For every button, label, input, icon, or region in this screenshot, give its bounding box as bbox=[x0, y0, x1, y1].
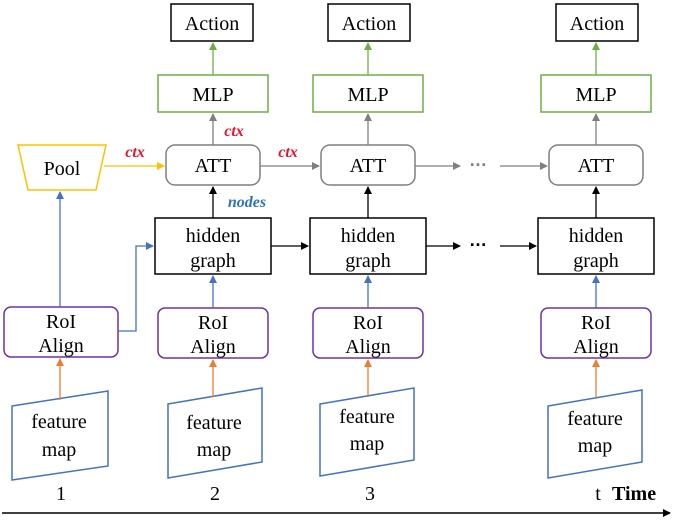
mlp-box-t bbox=[540, 74, 652, 113]
roi-label-ta: RoI bbox=[581, 312, 611, 334]
feature-label-3a: feature bbox=[339, 406, 395, 428]
timestep-label-1: 1 bbox=[56, 483, 66, 505]
action-box-2 bbox=[170, 3, 254, 42]
roi-label-3b: Align bbox=[345, 336, 391, 358]
feature-label-tb: map bbox=[578, 435, 612, 457]
timestep-label-3: 3 bbox=[365, 483, 375, 505]
mlp-box-2 bbox=[157, 74, 269, 113]
feature-label-1a: feature bbox=[31, 411, 87, 433]
feature-map-2 bbox=[167, 387, 263, 479]
hidden-label-3a: hidden bbox=[341, 225, 395, 247]
hidden-label-2b: graph bbox=[190, 250, 236, 272]
timestep-label-t: t bbox=[595, 483, 601, 505]
ellipsis-hidden: … bbox=[469, 230, 487, 250]
att-label-2: ATT bbox=[195, 155, 232, 177]
arrow-roi1-to-hidden2 bbox=[118, 242, 154, 332]
vertical-arrows bbox=[56, 42, 600, 400]
att-label-t: ATT bbox=[578, 155, 615, 177]
roi-label-tb: Align bbox=[573, 336, 619, 358]
feature-label-3b: map bbox=[350, 433, 384, 455]
column-3: Action MLP ATT hidden graph RoI Align fe… bbox=[309, 3, 427, 505]
time-axis-label: Time bbox=[612, 483, 656, 505]
roi-label-2b: Align bbox=[190, 336, 236, 358]
ctx-label-pool: ctx bbox=[125, 144, 145, 161]
feature-map-3 bbox=[319, 387, 415, 477]
pool-label: Pool bbox=[44, 158, 81, 180]
hidden-label-tb: graph bbox=[573, 250, 619, 272]
nodes-label: nodes bbox=[228, 194, 266, 211]
column-2: Action MLP ATT hidden graph RoI Align fe… bbox=[154, 3, 272, 505]
horizontal-arrows bbox=[104, 162, 548, 332]
mlp-label-3: MLP bbox=[347, 84, 388, 106]
pool-box bbox=[17, 144, 107, 191]
att-label-3: ATT bbox=[350, 155, 387, 177]
action-label-2: Action bbox=[185, 13, 239, 35]
hidden-label-3b: graph bbox=[345, 250, 391, 272]
ctx-label-att2-right: ctx bbox=[278, 144, 298, 161]
action-box-t bbox=[555, 3, 639, 42]
action-box-3 bbox=[327, 3, 411, 42]
timestep-label-2: 2 bbox=[210, 483, 220, 505]
action-label-t: Action bbox=[570, 13, 624, 35]
roi-label-1b: Align bbox=[38, 335, 84, 357]
column-1: Pool RoI Align feature map 1 bbox=[3, 144, 119, 505]
hidden-label-ta: hidden bbox=[569, 225, 623, 247]
mlp-label-2: MLP bbox=[192, 84, 233, 106]
roi-label-1a: RoI bbox=[46, 311, 76, 333]
column-t: Action MLP ATT hidden graph RoI Align fe… bbox=[537, 3, 655, 505]
mlp-label-t: MLP bbox=[575, 84, 616, 106]
feature-label-2b: map bbox=[197, 439, 231, 461]
ctx-label-att2-top: ctx bbox=[224, 123, 244, 140]
feature-label-1b: map bbox=[42, 439, 76, 461]
feature-map-t bbox=[547, 389, 643, 479]
feature-map-1 bbox=[11, 390, 109, 481]
roi-align-box-1 bbox=[3, 306, 119, 358]
feature-label-ta: feature bbox=[567, 408, 623, 430]
hidden-label-2a: hidden bbox=[186, 225, 240, 247]
ellipsis-att: … bbox=[469, 150, 487, 170]
hidden-graph-box-3 bbox=[309, 217, 427, 275]
roi-label-3a: RoI bbox=[353, 312, 383, 334]
hidden-graph-box-2 bbox=[154, 217, 272, 275]
roi-label-2a: RoI bbox=[198, 312, 228, 334]
mlp-box-3 bbox=[312, 74, 424, 113]
action-label-3: Action bbox=[342, 13, 396, 35]
feature-label-2a: feature bbox=[186, 412, 242, 434]
